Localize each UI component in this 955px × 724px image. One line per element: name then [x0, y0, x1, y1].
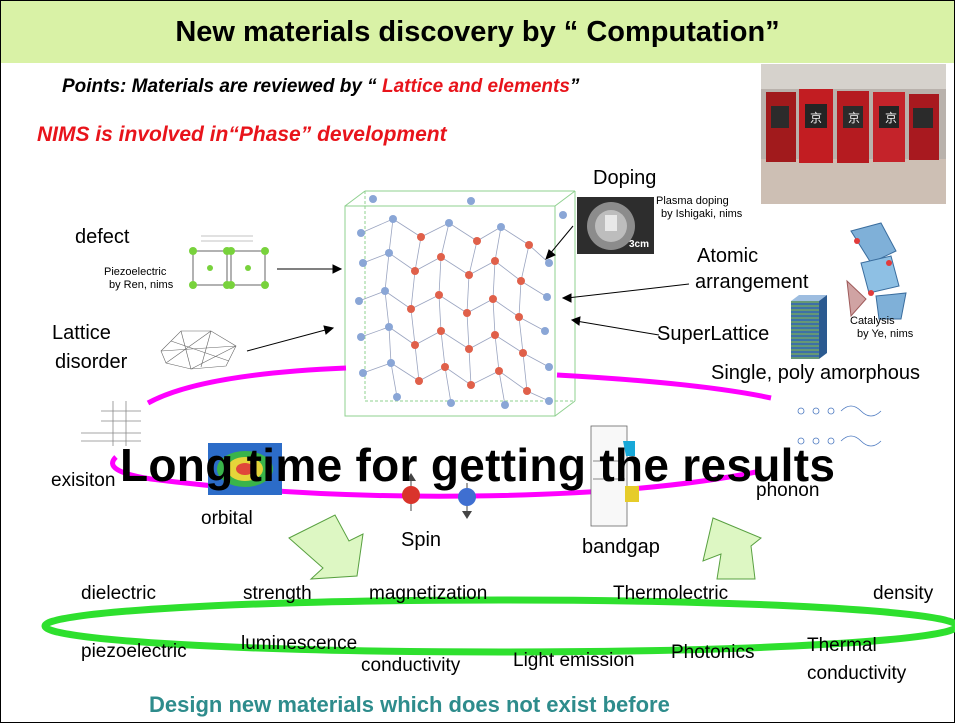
- plasma-caption-1: Plasma doping: [656, 195, 729, 207]
- atomic-label-1: Atomic: [697, 245, 759, 267]
- down-arrow-right: [702, 517, 762, 580]
- property-thermal-2: conductivity: [807, 663, 907, 684]
- catalysis-caption-1: Catalysis: [850, 315, 895, 327]
- property-thermolectric: Thermolectric: [613, 583, 729, 604]
- piezo-caption-1: Piezoelectric: [104, 266, 167, 278]
- piezoelectric-figure: [189, 231, 271, 293]
- exciton-figure: [81, 401, 141, 446]
- pointer-arrows: [246, 225, 690, 352]
- property-light-emission: Light emission: [513, 650, 635, 671]
- crystal-structure: [344, 190, 576, 417]
- points-line: Points: Materials are reviewed by “ Latt…: [62, 76, 579, 98]
- catalysis-caption-2: by Ye, nims: [857, 328, 914, 340]
- down-arrow-left: [288, 514, 364, 580]
- spin-label: Spin: [401, 529, 442, 551]
- atomic-label-2: arrangement: [695, 271, 809, 293]
- property-piezoelectric: piezoelectric: [81, 641, 187, 662]
- footer-statement: Design new materials which does not exis…: [149, 692, 670, 717]
- svg-text:京: 京: [810, 111, 822, 125]
- property-density: density: [873, 583, 934, 604]
- scale-bar-label: 3cm: [629, 239, 650, 250]
- orbital-label: orbital: [201, 508, 253, 529]
- property-dielectric: dielectric: [81, 583, 156, 604]
- property-magnetization: magnetization: [369, 583, 488, 604]
- lattice-disorder-label-1: Lattice: [52, 322, 111, 344]
- magenta-ring-left: [146, 365, 347, 406]
- property-thermal-1: Thermal: [807, 635, 877, 656]
- bandgap-label: bandgap: [582, 536, 660, 558]
- nims-line: NIMS is involved in“Phase” development: [37, 123, 447, 146]
- property-strength: strength: [243, 583, 312, 604]
- plasma-caption-2: by Ishigaki, nims: [661, 208, 743, 220]
- exisiton-label: exisiton: [51, 470, 116, 491]
- property-photonics: Photonics: [671, 642, 755, 663]
- phonon-label: phonon: [756, 480, 820, 501]
- points-prefix: Points: Materials are reviewed by “: [62, 76, 382, 97]
- defect-label: defect: [75, 226, 130, 248]
- superlattice-figure: [791, 295, 827, 359]
- magenta-ring-right: [556, 372, 772, 401]
- orbital-figure: [208, 443, 282, 495]
- points-highlight: Lattice and elements: [381, 76, 570, 97]
- headline: Long time for getting the results: [120, 439, 836, 491]
- catalysis-figure: [846, 222, 907, 320]
- property-conductivity: conductivity: [361, 655, 461, 676]
- svg-text:京: 京: [848, 111, 860, 125]
- superlattice-label: SuperLattice: [657, 323, 770, 345]
- svg-text:京: 京: [885, 111, 897, 125]
- doping-label: Doping: [593, 167, 657, 189]
- phonon-figure: [797, 405, 882, 447]
- property-luminescence: luminescence: [241, 633, 358, 654]
- plasma-doping-photo: [577, 197, 654, 254]
- points-suffix: ”: [569, 76, 580, 97]
- spin-figure: [402, 473, 476, 519]
- bandgap-figure: [590, 425, 639, 527]
- lattice-disorder-figure: [160, 330, 237, 370]
- properties-ring: [41, 596, 955, 656]
- single-poly-label: Single, poly amorphous: [711, 362, 921, 384]
- piezo-caption-2: by Ren, nims: [109, 279, 174, 291]
- magenta-ring-bottom: [110, 455, 762, 499]
- slide-title: New materials discovery by “ Computation…: [1, 1, 954, 63]
- supercomputer-photo: 京 京 京: [761, 64, 946, 204]
- lattice-disorder-label-2: disorder: [55, 351, 128, 373]
